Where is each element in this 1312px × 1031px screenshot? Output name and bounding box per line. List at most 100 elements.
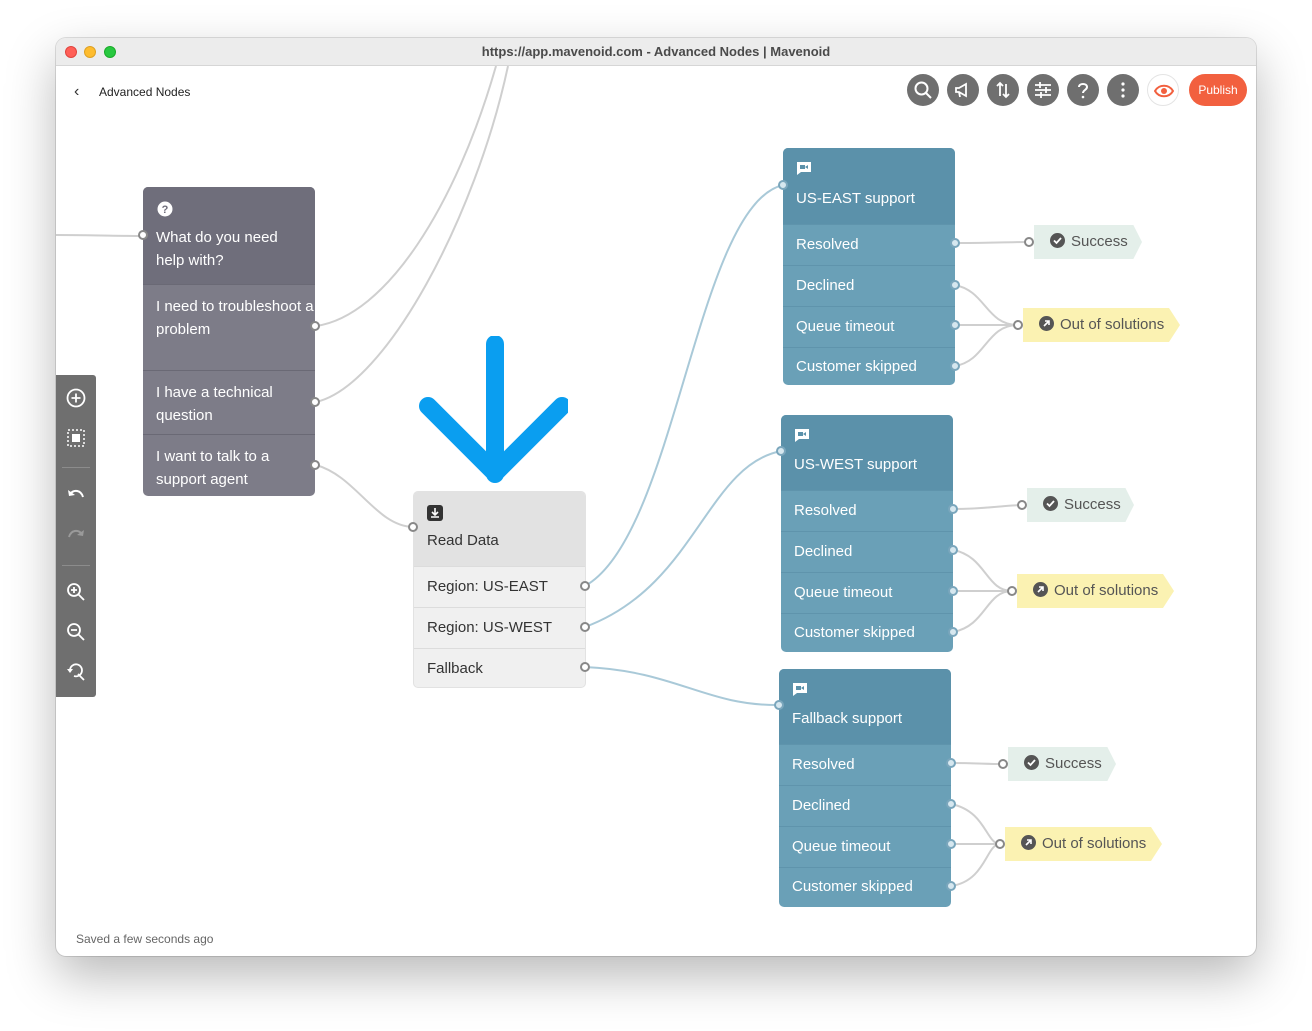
edge-west-declined (952, 549, 1013, 592)
browser-window: https://app.mavenoid.com - Advanced Node… (56, 38, 1256, 956)
sort-button[interactable] (987, 74, 1019, 106)
add-node-icon[interactable] (65, 387, 87, 409)
output-port[interactable] (950, 238, 960, 248)
edge-fb-declined (950, 803, 1001, 845)
output-port[interactable] (950, 280, 960, 290)
edge-fb-resolved (950, 762, 1004, 765)
question-circle-icon: ? (157, 201, 173, 217)
input-port[interactable] (1017, 500, 1027, 510)
output-port[interactable] (580, 581, 590, 591)
maximize-window-button[interactable] (104, 46, 116, 58)
option-row[interactable]: I have a technical question (143, 370, 315, 434)
output-row[interactable]: Queue timeout (779, 826, 951, 867)
output-row[interactable]: Declined (783, 265, 955, 306)
redo-icon[interactable] (65, 525, 87, 547)
tag-label: Out of solutions (1060, 316, 1165, 333)
output-port[interactable] (946, 881, 956, 891)
input-port[interactable] (995, 839, 1005, 849)
output-row[interactable]: Resolved (781, 490, 953, 531)
output-row[interactable]: Declined (779, 785, 951, 826)
read-data-node[interactable]: Read Data Region: US-EAST Region: US-WES… (413, 491, 586, 688)
flow-canvas[interactable]: ‹ Advanced Nodes Publish (56, 66, 1256, 956)
more-button[interactable] (1107, 74, 1139, 106)
input-port[interactable] (1007, 586, 1017, 596)
input-port[interactable] (1013, 320, 1023, 330)
output-row[interactable]: Region: US-EAST (414, 566, 585, 607)
output-row[interactable]: Resolved (779, 744, 951, 785)
support-node-us-west[interactable]: US-WEST support Resolved Declined Queue … (781, 415, 953, 652)
output-port[interactable] (948, 586, 958, 596)
output-port[interactable] (950, 320, 960, 330)
support-node-fallback[interactable]: Fallback support Resolved Declined Queue… (779, 669, 951, 907)
input-port[interactable] (408, 522, 418, 532)
out-of-solutions-tag[interactable]: Out of solutions (1017, 574, 1174, 608)
success-outcome-tag[interactable]: Success (1008, 747, 1116, 781)
edge-agent-to-readdata (315, 464, 414, 528)
output-port[interactable] (948, 504, 958, 514)
zoom-reset-icon[interactable] (65, 661, 87, 683)
settings-button[interactable] (1027, 74, 1059, 106)
output-port[interactable] (946, 799, 956, 809)
toolbar-divider (62, 467, 90, 468)
output-row[interactable]: Resolved (783, 224, 955, 265)
success-outcome-tag[interactable]: Success (1027, 488, 1134, 522)
question-node[interactable]: ? What do you need help with? I need to … (143, 187, 315, 496)
input-port[interactable] (138, 230, 148, 240)
output-label: Queue timeout (792, 838, 891, 855)
input-port[interactable] (778, 180, 788, 190)
output-label: Fallback (427, 660, 483, 677)
option-label: I want to talk to a support agent (156, 448, 270, 488)
undo-icon[interactable] (65, 485, 87, 507)
success-outcome-tag[interactable]: Success (1034, 225, 1142, 259)
help-icon (1078, 83, 1089, 99)
output-row[interactable]: Queue timeout (781, 572, 953, 613)
tag-label: Success (1045, 755, 1102, 772)
help-button[interactable] (1067, 74, 1099, 106)
option-row[interactable]: I need to troubleshoot a problem (143, 284, 315, 370)
arrow-up-right-icon (1021, 835, 1036, 850)
out-of-solutions-tag[interactable]: Out of solutions (1023, 308, 1180, 342)
check-circle-icon (1050, 233, 1065, 248)
output-row[interactable]: Region: US-WEST (414, 607, 585, 648)
select-area-icon[interactable] (65, 427, 87, 449)
output-row[interactable]: Fallback (414, 648, 585, 687)
publish-button[interactable]: Publish (1189, 74, 1247, 106)
zoom-in-icon[interactable] (65, 581, 87, 603)
output-row[interactable]: Customer skipped (783, 347, 955, 385)
edge-east-declined (954, 284, 1019, 326)
output-port[interactable] (310, 460, 320, 470)
announce-button[interactable] (947, 74, 979, 106)
output-port[interactable] (946, 758, 956, 768)
output-row[interactable]: Customer skipped (779, 867, 951, 907)
support-node-title: Fallback support (792, 710, 903, 727)
output-port[interactable] (946, 839, 956, 849)
out-of-solutions-tag[interactable]: Out of solutions (1005, 827, 1162, 861)
output-port[interactable] (948, 627, 958, 637)
output-port[interactable] (580, 622, 590, 632)
output-port[interactable] (948, 545, 958, 555)
back-button[interactable]: ‹ (74, 83, 80, 100)
edge-west-resolved (952, 504, 1023, 510)
input-port[interactable] (776, 446, 786, 456)
support-node-us-east[interactable]: US-EAST support Resolved Declined Queue … (783, 148, 955, 385)
output-row[interactable]: Queue timeout (783, 306, 955, 347)
output-port[interactable] (310, 397, 320, 407)
zoom-out-icon[interactable] (65, 621, 87, 643)
output-row[interactable]: Customer skipped (781, 613, 953, 652)
canvas-toolbar (56, 375, 96, 697)
output-port[interactable] (950, 361, 960, 371)
close-window-button[interactable] (65, 46, 77, 58)
preview-button[interactable] (1147, 74, 1179, 106)
input-port[interactable] (774, 700, 784, 710)
edge-west-skipped (952, 590, 1013, 633)
search-button[interactable] (907, 74, 939, 106)
option-row[interactable]: I want to talk to a support agent (143, 434, 315, 496)
minimize-window-button[interactable] (84, 46, 96, 58)
svg-text:?: ? (162, 204, 169, 216)
input-port[interactable] (1024, 237, 1034, 247)
connection-edges (56, 66, 1030, 887)
input-port[interactable] (998, 759, 1008, 769)
output-row[interactable]: Declined (781, 531, 953, 572)
output-port[interactable] (310, 321, 320, 331)
output-port[interactable] (580, 662, 590, 672)
